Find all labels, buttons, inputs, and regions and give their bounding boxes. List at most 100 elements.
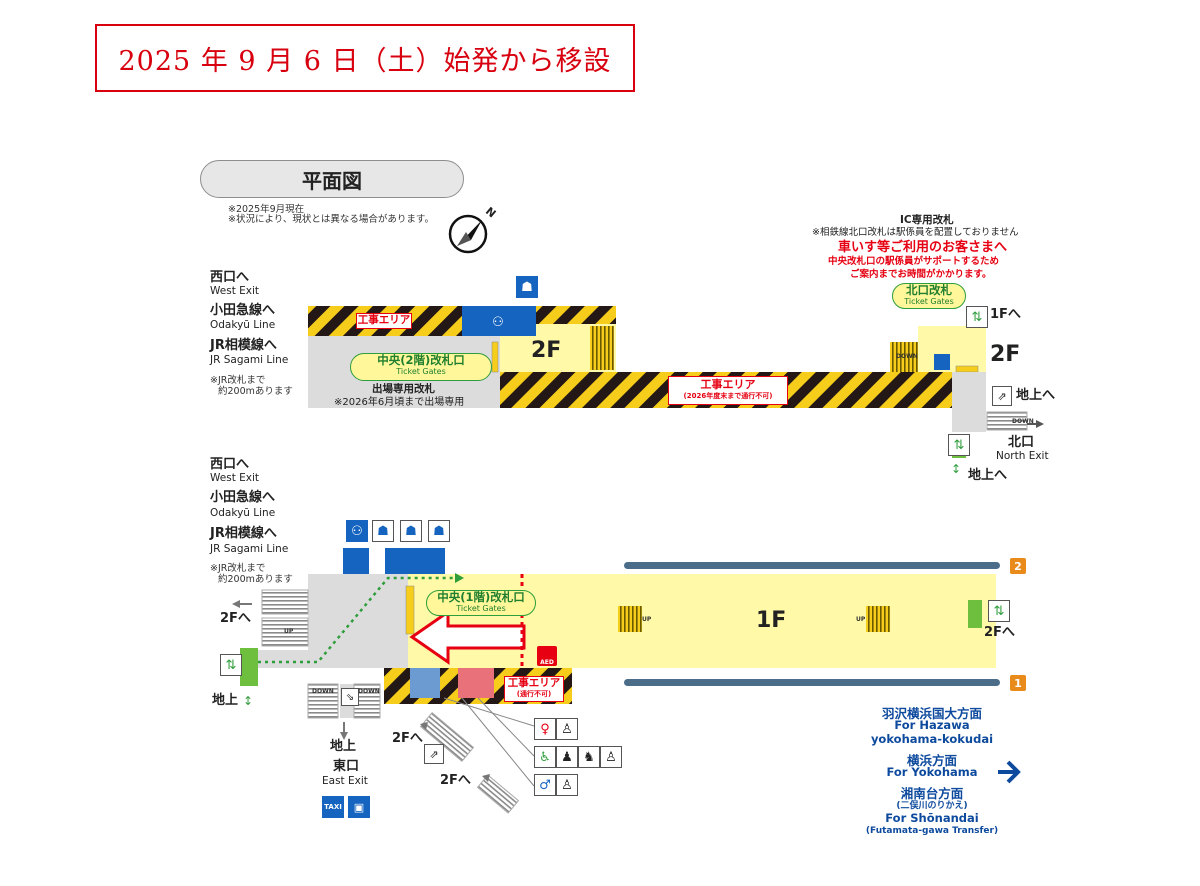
platform-1-rail	[624, 679, 1000, 686]
toilet-mens-area	[410, 668, 440, 698]
taxi-icon: TAXI	[322, 796, 344, 818]
upper-west-exit-en: West Exit	[210, 285, 260, 297]
north-gate-bars	[955, 365, 979, 373]
north-gate-en: Ticket Gates	[904, 297, 954, 306]
info-icon: ⚇	[346, 520, 368, 542]
east-to-2f: 2Fへ	[984, 625, 1015, 640]
north-escalator	[986, 411, 1028, 431]
compass-icon	[448, 214, 488, 254]
upper-gate-bars	[491, 341, 499, 373]
ticket-machine-icon: ☗	[372, 520, 394, 542]
north-to-ground-2: 地上へ	[968, 468, 1008, 483]
lower-concourse-1f	[408, 574, 996, 668]
upper-jr-note2: 約200mあります	[218, 386, 293, 397]
central-1f-gate-label: 中央(1階)改札口 Ticket Gates	[426, 590, 536, 616]
north-exit-jp: 北口	[1008, 435, 1035, 450]
station-office-lower-b	[385, 548, 445, 574]
upper-odakyu-en: Odakyū Line	[210, 319, 276, 331]
dest-shonandai-en-sub: (Futamata-gawa Transfer)	[865, 826, 999, 836]
north-to-ground: 地上へ	[1016, 388, 1056, 403]
upper-stairs	[590, 326, 614, 370]
north-updown-arrow: ↕	[951, 462, 962, 476]
platform-1-number: 1	[1010, 675, 1026, 691]
platform-stairs-a	[618, 606, 642, 632]
escalator-a-icon: ⇗	[424, 744, 444, 764]
child-toilet-icon: ♙	[556, 774, 578, 796]
dest-yokohama-en: For Yokohama	[886, 765, 978, 779]
north-elevator-icon: ⇅	[948, 434, 970, 456]
lower-jr-en: JR Sagami Line	[210, 543, 289, 555]
platform-stairs-b	[866, 606, 890, 632]
upper-jr-note1: ※JR改札まで	[210, 375, 266, 386]
dest-yokohama-jp: 横浜方面	[906, 753, 957, 768]
escalator-to-2f-a	[419, 712, 475, 762]
accessible-toilet-icon: ♿	[534, 746, 556, 768]
lower-jr-note2: 約200mあります	[218, 574, 293, 585]
work-area-corridor-note: (2026年度末まで通行不可)	[683, 392, 773, 400]
west-stairs-up: UP	[284, 628, 294, 635]
baby-room-icon: ♙	[556, 718, 578, 740]
relocation-notice: 2025 年 9 月 6 日（土）始発から移設	[95, 24, 635, 92]
work-area-label-corridor: 工事エリア (2026年度末まで通行不可)	[668, 376, 788, 405]
lower-odakyu-en: Odakyū Line	[210, 507, 276, 519]
note-disclaimer: ※状況により、現状とは異なる場合があります。	[228, 214, 434, 225]
baby-seat-icon: ♞	[578, 746, 600, 768]
lower-jr-jp: JR相模線へ	[210, 526, 277, 541]
central-2f-gate-jp: 中央(2階)改札口	[377, 353, 465, 367]
dest-shonandai-sub: (二俣川のりかえ)	[896, 801, 968, 811]
ic-gate-title: IC専用改札	[900, 214, 954, 226]
east-exit-en: East Exit	[322, 775, 368, 787]
lower-west-exit-jp: 西口へ	[210, 457, 250, 472]
wheelchair-line1: 中央改札口の駅係員がサポートするため	[828, 256, 1000, 267]
bus-icon: ▣	[348, 796, 370, 818]
central-1f-gate-en: Ticket Gates	[456, 604, 506, 613]
west-escalator	[261, 589, 309, 615]
central-2f-gate-label: 中央(2階)改札口 Ticket Gates	[350, 353, 492, 381]
north-passage	[952, 372, 986, 432]
lower-odakyu-jp: 小田急線へ	[210, 490, 276, 505]
floor-label-2f: 2F	[531, 338, 562, 363]
central-1f-gate-jp: 中央(1階)改札口	[437, 590, 525, 604]
staff-counter-icon: ⚇	[486, 310, 510, 334]
east-exit-jp: 東口	[333, 759, 360, 774]
ostomate-icon: ♟	[556, 746, 578, 768]
floor-label-2f-north: 2F	[990, 342, 1021, 367]
family-icon: ♙	[600, 746, 622, 768]
fare-adjust-icon: ☗	[428, 520, 450, 542]
north-gate-jp: 北口改札	[906, 283, 952, 297]
central-2f-gate-en: Ticket Gates	[396, 367, 446, 376]
exit-only-gate-label: 出場専用改札	[372, 383, 435, 395]
arrow-right-icon	[998, 760, 1021, 784]
west-stairs	[261, 617, 309, 647]
lower-west-exit-en: West Exit	[210, 472, 260, 484]
dest-hazawa-en: For Hazawa yokohama-kokudai	[870, 718, 994, 746]
north-to-1f: 1Fへ	[990, 307, 1021, 322]
north-concourse	[918, 326, 986, 372]
east-stairs-a	[307, 683, 339, 719]
accessible-route	[258, 576, 455, 664]
dest-shonandai-jp: 湘南台方面	[900, 786, 964, 801]
west-to-2f: 2Fへ	[220, 611, 251, 626]
escalator-2f-a: 2Fへ	[392, 731, 423, 746]
north-escalator-down: DOWN	[1012, 418, 1034, 425]
north-stairs-down: DOWN	[896, 353, 918, 360]
upper-jr-en: JR Sagami Line	[210, 354, 289, 366]
east-escalator-icon: ⇘	[341, 688, 359, 706]
east-stairs-a-down: DOWN	[312, 688, 334, 695]
toilet-mens-icon: ♂	[534, 774, 556, 796]
north-stairs	[890, 342, 918, 372]
staff-icon: ☗	[400, 520, 422, 542]
west-ground: 地上	[212, 693, 239, 708]
dest-shonandai-en: For Shōnandai	[885, 811, 979, 825]
east-ground: 地上	[330, 739, 357, 754]
work-area-lower-note: (通行不可)	[516, 690, 552, 698]
toilet-womens-area	[458, 668, 494, 698]
aed-icon: AED	[537, 646, 557, 666]
platform-stairs-a-up: UP	[642, 616, 652, 623]
escalator-icon: ⇗	[992, 386, 1012, 406]
east-elevator-door	[968, 600, 982, 628]
lower-gate-bars	[405, 585, 415, 635]
west-updown-arrow: ↕	[243, 694, 254, 708]
east-elevator-icon: ⇅	[988, 600, 1010, 622]
dest-hazawa-jp: 羽沢横浜国大方面	[881, 706, 982, 721]
